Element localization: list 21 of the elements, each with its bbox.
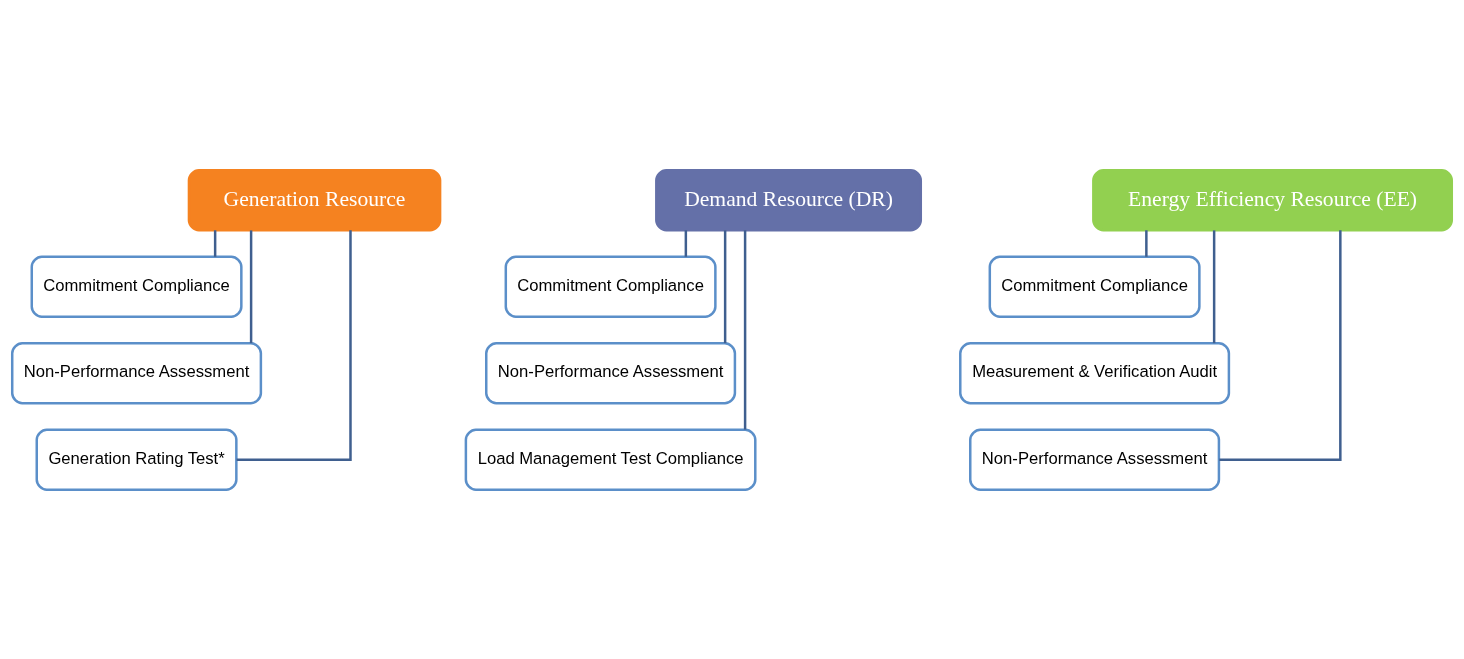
node-box: Measurement & Verification Audit (959, 341, 1231, 404)
connector (1219, 229, 1342, 461)
connector (236, 229, 352, 461)
node-box: Generation Resource (187, 168, 442, 231)
connector (1145, 229, 1148, 257)
connector (743, 229, 747, 430)
node-box: Energy Efficiency Resource (EE) (1092, 168, 1454, 231)
connector (213, 229, 217, 257)
node-box: Commitment Compliance (30, 255, 243, 318)
connector (723, 229, 727, 343)
connector (249, 229, 253, 343)
node-box: Load Management Test Compliance (464, 428, 757, 491)
node-box: Generation Rating Test* (35, 428, 238, 491)
node-box: Demand Resource (DR) (655, 168, 923, 231)
connector (684, 229, 688, 257)
connector (1212, 229, 1216, 343)
node-box: Non-Performance Assessment (10, 341, 263, 404)
node-box: Commitment Compliance (988, 255, 1201, 318)
node-box: Non-Performance Assessment (485, 341, 737, 404)
node-box: Commitment Compliance (504, 255, 717, 318)
node-box: Non-Performance Assessment (969, 428, 1221, 491)
